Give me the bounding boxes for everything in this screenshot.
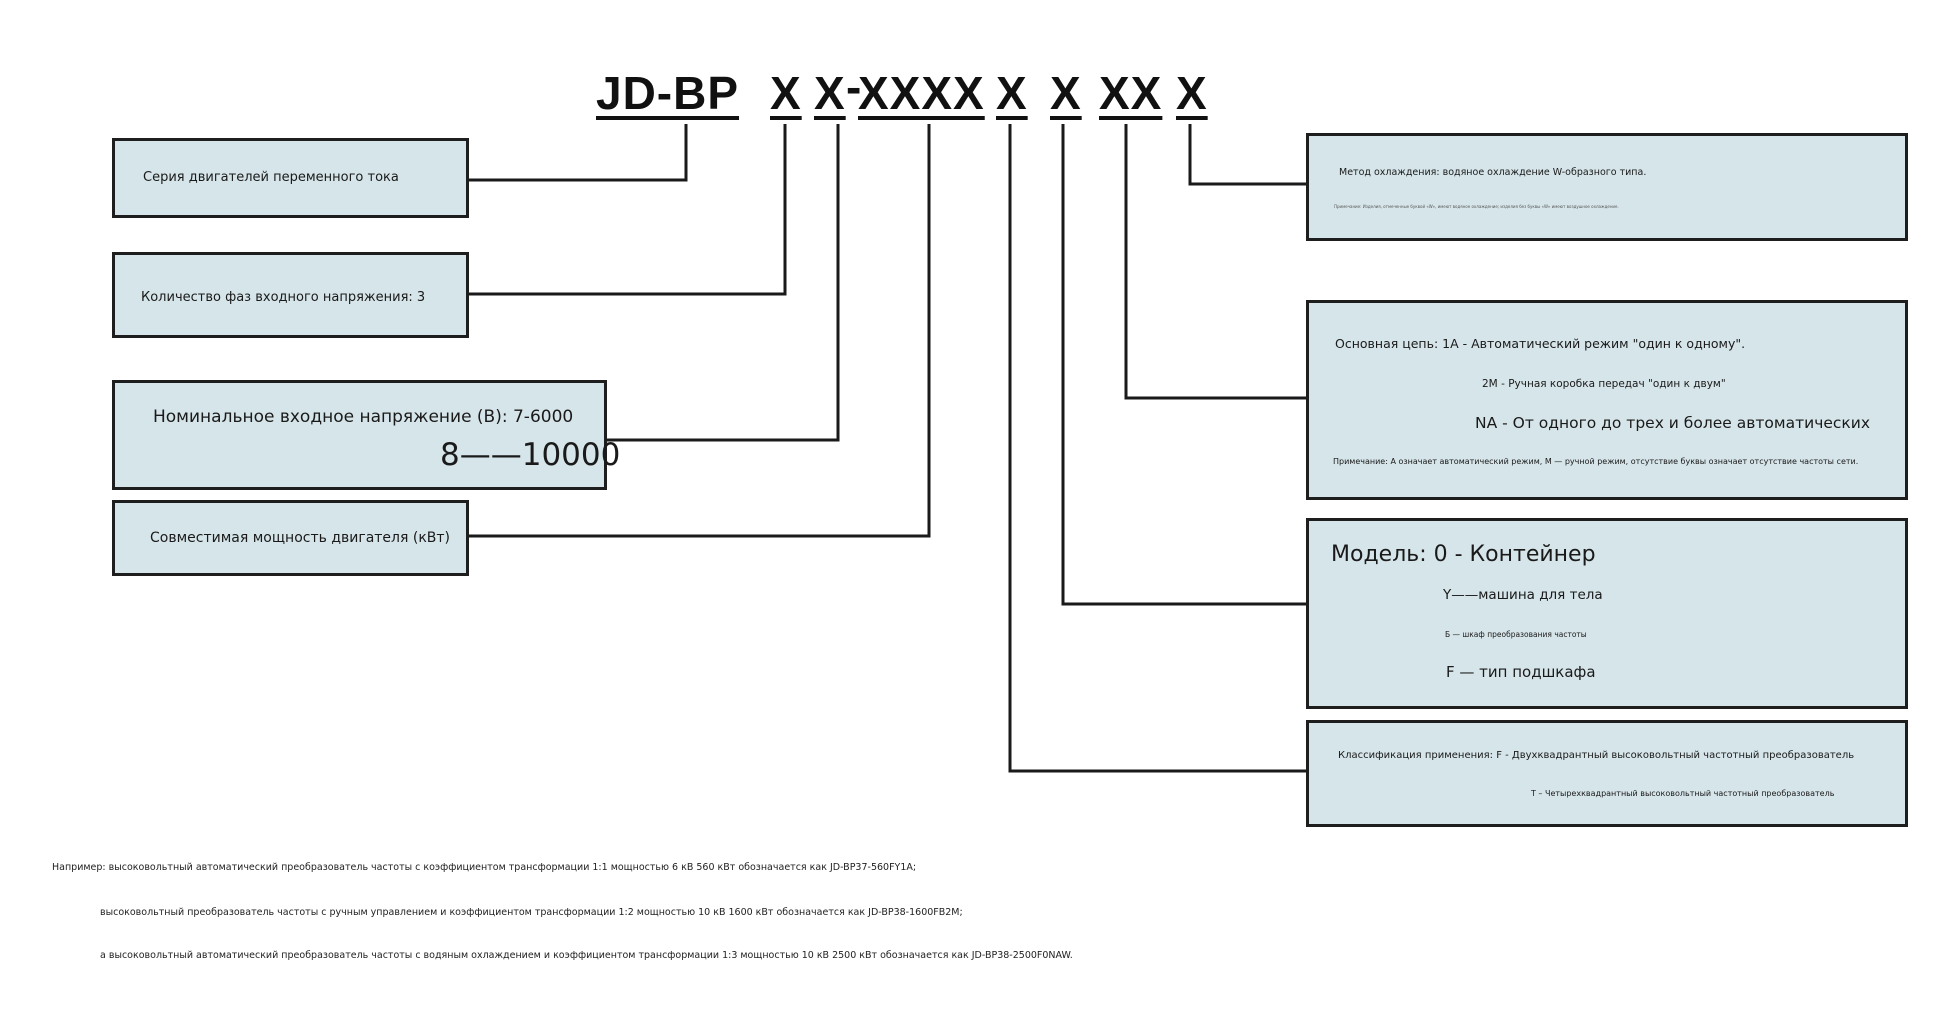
main-circuit-note: Примечание: A означает автоматический ре… xyxy=(1333,457,1859,466)
model-type-line4: F — тип подшкафа xyxy=(1446,663,1596,681)
code-segment-cooling: X xyxy=(1176,67,1208,119)
connector-application xyxy=(1008,124,1309,773)
code-segment-model: X xyxy=(1050,67,1082,119)
motor-power-text: Совместимая мощность двигателя (кВт) xyxy=(150,530,451,546)
code-dash: - xyxy=(846,61,863,113)
code-segment-application: X xyxy=(996,67,1028,119)
motor-series-text: Серия двигателей переменного тока xyxy=(143,170,399,185)
box-model-type: Модель: 0 - Контейнер Y——машина для тела… xyxy=(1306,518,1908,709)
connector-series xyxy=(466,124,688,182)
main-circuit-line2: 2M - Ручная коробка передач "один к двум… xyxy=(1482,378,1726,390)
example-line-2: высоковольтный преобразователь частоты с… xyxy=(100,907,963,918)
model-type-line2: Y——машина для тела xyxy=(1443,587,1603,603)
code-segment-phase: X xyxy=(770,67,802,119)
connector-model xyxy=(1061,124,1309,606)
connector-voltage xyxy=(606,124,840,442)
connector-phases xyxy=(466,124,787,296)
box-input-phases: Количество фаз входного напряжения: 3 xyxy=(112,252,469,338)
example-line-1: Например: высоковольтный автоматический … xyxy=(52,862,917,873)
application-class-line1: Классификация применения: F - Двухквадра… xyxy=(1338,750,1855,761)
code-segment-circuit: XX xyxy=(1099,67,1163,119)
input-phases-text: Количество фаз входного напряжения: 3 xyxy=(141,290,426,305)
box-main-circuit: Основная цепь: 1A - Автоматический режим… xyxy=(1306,300,1908,500)
application-class-line2: T – Четырехквадрантный высоковольтный ча… xyxy=(1531,789,1835,798)
connector-circuit xyxy=(1124,124,1309,400)
connector-cooling xyxy=(1188,124,1309,186)
code-segment-voltage: X xyxy=(814,67,846,119)
rated-voltage-range: 8——10000 xyxy=(440,437,621,473)
box-motor-series: Серия двигателей переменного тока xyxy=(112,138,469,218)
main-circuit-line1: Основная цепь: 1A - Автоматический режим… xyxy=(1335,336,1746,351)
code-segment-power: XXXX xyxy=(858,67,985,119)
connector-power xyxy=(466,124,931,538)
cooling-method-note: Примечание: Изделия, отмеченные буквой «… xyxy=(1334,204,1619,209)
rated-voltage-text: Номинальное входное напряжение (В): 7-60… xyxy=(153,407,574,427)
box-cooling-method: Метод охлаждения: водяное охлаждение W-о… xyxy=(1306,133,1908,241)
code-prefix: JD-BP xyxy=(596,67,740,119)
box-application-class: Классификация применения: F - Двухквадра… xyxy=(1306,720,1908,827)
model-type-line3: Б — шкаф преобразования частоты xyxy=(1445,630,1587,639)
main-circuit-line3: NA - От одного до трех и более автоматич… xyxy=(1475,414,1871,432)
box-rated-voltage: Номинальное входное напряжение (В): 7-60… xyxy=(112,380,620,490)
cooling-method-text: Метод охлаждения: водяное охлаждение W-о… xyxy=(1339,167,1647,178)
box-motor-power: Совместимая мощность двигателя (кВт) xyxy=(112,500,469,576)
model-type-line1: Модель: 0 - Контейнер xyxy=(1331,542,1596,567)
example-line-3: а высоковольтный автоматический преобраз… xyxy=(100,950,1073,961)
